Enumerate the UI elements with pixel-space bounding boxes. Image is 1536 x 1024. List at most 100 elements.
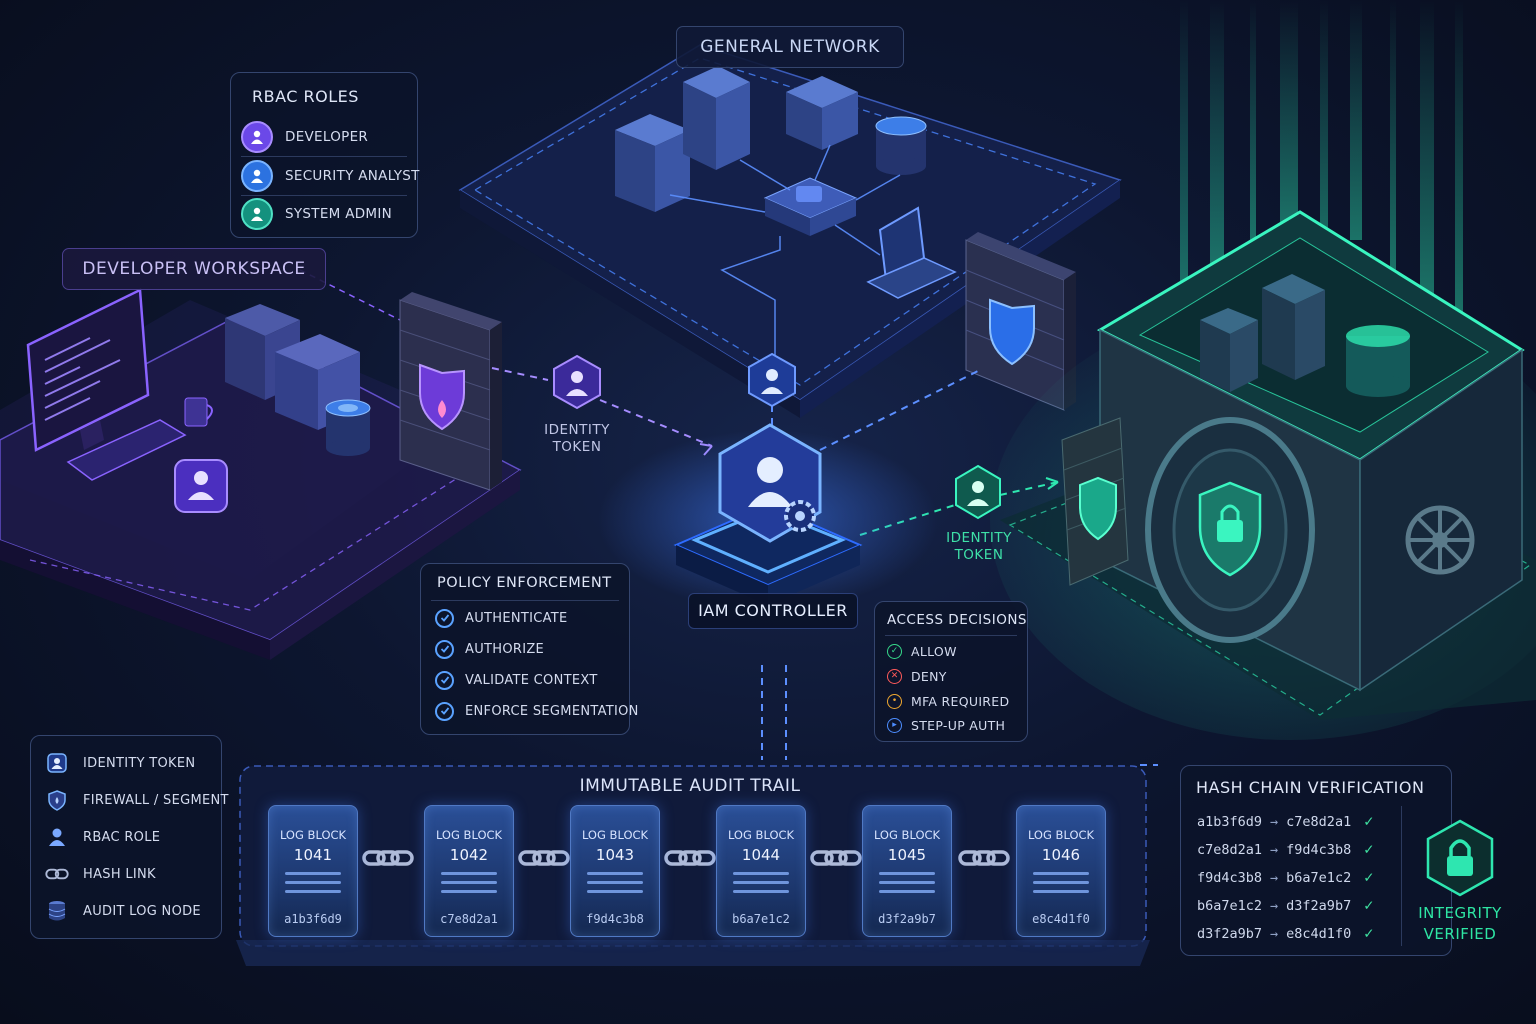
- hash-to: d3f2a9b7: [1286, 898, 1352, 914]
- iam-controller-icon: [598, 423, 938, 610]
- log-block-hash: d3f2a9b7: [878, 912, 936, 926]
- log-block-1042[interactable]: LOG BLOCK 1042 c7e8d2a1: [424, 805, 514, 937]
- log-block-title: LOG BLOCK: [279, 828, 347, 842]
- rbac-roles-title: RBAC ROLES: [252, 87, 359, 106]
- log-block-1046[interactable]: LOG BLOCK 1046 e8c4d1f0: [1016, 805, 1106, 937]
- check-circle-icon: [435, 701, 454, 721]
- check-icon: ✓: [1363, 926, 1375, 942]
- legend-rbac-role: RBAC ROLE: [31, 819, 221, 855]
- check-circle-icon: [435, 608, 454, 628]
- legend-label: RBAC ROLE: [83, 829, 161, 845]
- check-icon: ✓: [1363, 870, 1375, 886]
- decision-label: STEP-UP AUTH: [911, 717, 1006, 733]
- rbac-role-system-admin[interactable]: SYSTEM ADMIN: [231, 197, 417, 231]
- integrity-lock-icon: [1420, 818, 1500, 900]
- check-icon: ✓: [1363, 842, 1375, 858]
- log-lines-icon: [587, 872, 643, 899]
- policy-item-authenticate: AUTHENTICATE: [421, 603, 629, 633]
- general-network-label: GENERAL NETWORK: [676, 26, 904, 68]
- developer-avatar-icon: [241, 121, 273, 153]
- legend-label: FIREWALL / SEGMENT: [83, 792, 229, 808]
- decision-allow: ✓ ALLOW: [875, 639, 1027, 663]
- log-block-1041[interactable]: LOG BLOCK 1041 a1b3f6d9: [268, 805, 358, 937]
- rbac-role-security-analyst[interactable]: SECURITY ANALYST: [231, 159, 419, 193]
- hash-chain-row: f9d4c3b8 → b6a7e1c2 ✓: [1197, 864, 1375, 892]
- check-icon: ✓: [1363, 898, 1375, 914]
- log-block-number: 1043: [595, 846, 635, 864]
- log-lines-icon: [1033, 872, 1089, 899]
- access-decisions-panel: ACCESS DECISIONS ✓ ALLOW ✕ DENY • MFA RE…: [874, 601, 1028, 742]
- role-label: SYSTEM ADMIN: [285, 206, 393, 222]
- hash-chain-title: HASH CHAIN VERIFICATION: [1196, 778, 1425, 797]
- hash-from: d3f2a9b7: [1197, 926, 1263, 942]
- developer-token-icon: [553, 354, 601, 410]
- decision-mfa-required: • MFA REQUIRED: [875, 689, 1027, 713]
- log-block-title: LOG BLOCK: [873, 828, 941, 842]
- rbac-role-developer[interactable]: DEVELOPER: [231, 120, 417, 154]
- allow-icon: ✓: [887, 643, 902, 659]
- vault-firewall-icon: [1061, 417, 1129, 586]
- legend-panel: IDENTITY TOKEN FIREWALL / SEGMENT RBAC R…: [30, 735, 228, 939]
- policy-enforcement-title: POLICY ENFORCEMENT: [437, 575, 612, 591]
- check-circle-icon: [435, 670, 454, 690]
- decision-label: ALLOW: [911, 643, 957, 659]
- integrity-line: VERIFIED: [1423, 925, 1497, 943]
- legend-label: HASH LINK: [83, 866, 156, 882]
- audit-trail-title: IMMUTABLE AUDIT TRAIL: [579, 776, 801, 796]
- policy-item-validate-context: VALIDATE CONTEXT: [421, 665, 629, 695]
- network-token-icon: [748, 352, 796, 408]
- decision-label: DENY: [911, 668, 947, 684]
- divider: [885, 635, 1017, 636]
- hash-to: b6a7e1c2: [1286, 870, 1352, 886]
- hash-chain-row: c7e8d2a1 → f9d4c3b8 ✓: [1197, 836, 1375, 864]
- hash-to: c7e8d2a1: [1286, 814, 1352, 830]
- vault-identity-token-label: IDENTITY TOKEN: [937, 530, 1021, 564]
- database-icon: [45, 899, 69, 923]
- divider: [241, 156, 407, 157]
- check-icon: ✓: [1363, 814, 1375, 830]
- legend-audit-log-node: AUDIT LOG NODE: [31, 893, 221, 929]
- arrow-right-icon: →: [1270, 926, 1279, 942]
- firewall-shield-icon: [45, 788, 69, 812]
- log-block-hash: b6a7e1c2: [732, 912, 790, 926]
- log-block-1045[interactable]: LOG BLOCK 1045 d3f2a9b7: [862, 805, 952, 937]
- policy-item-label: AUTHENTICATE: [465, 610, 568, 626]
- hash-to: e8c4d1f0: [1286, 926, 1352, 942]
- laptop-icon: [866, 206, 957, 299]
- log-block-1044[interactable]: LOG BLOCK 1044 b6a7e1c2: [716, 805, 806, 937]
- hash-from: f9d4c3b8: [1197, 870, 1263, 886]
- decision-deny: ✕ DENY: [875, 664, 1027, 688]
- decision-step-up-auth: ▸ STEP-UP AUTH: [875, 713, 1027, 737]
- hash-to: f9d4c3b8: [1286, 842, 1352, 858]
- log-lines-icon: [285, 872, 341, 899]
- step-up-icon: ▸: [887, 717, 902, 733]
- log-block-hash: e8c4d1f0: [1032, 912, 1090, 926]
- policy-item-label: AUTHORIZE: [465, 641, 545, 657]
- policy-item-enforce-segmentation: ENFORCE SEGMENTATION: [421, 696, 638, 726]
- log-block-number: 1042: [449, 846, 489, 864]
- security-analyst-avatar-icon: [241, 160, 273, 192]
- legend-label: AUDIT LOG NODE: [83, 903, 201, 919]
- developer-monitor-icon: [26, 288, 187, 481]
- divider: [1401, 806, 1402, 946]
- token-line: IDENTITY: [946, 530, 1012, 546]
- network-firewall-icon: [965, 232, 1076, 411]
- legend-label: IDENTITY TOKEN: [83, 755, 196, 771]
- decision-label: MFA REQUIRED: [911, 693, 1010, 709]
- log-block-1043[interactable]: LOG BLOCK 1043 f9d4c3b8: [570, 805, 660, 937]
- policy-item-label: VALIDATE CONTEXT: [465, 672, 598, 688]
- integrity-verified-label: INTEGRITY VERIFIED: [1408, 903, 1512, 945]
- token-line: TOKEN: [954, 547, 1004, 563]
- log-block-hash: a1b3f6d9: [284, 912, 342, 926]
- log-block-title: LOG BLOCK: [435, 828, 503, 842]
- developer-identity-token-label: IDENTITY TOKEN: [535, 422, 619, 456]
- developer-database-icon: [325, 399, 371, 456]
- rbac-roles-panel: RBAC ROLES DEVELOPER SECURITY ANALYST SY…: [230, 72, 419, 238]
- arrow-right-icon: →: [1270, 898, 1279, 914]
- identity-token-icon: [45, 751, 69, 775]
- policy-item-label: ENFORCE SEGMENTATION: [465, 703, 639, 719]
- token-line: TOKEN: [552, 439, 602, 455]
- hash-from: c7e8d2a1: [1197, 842, 1263, 858]
